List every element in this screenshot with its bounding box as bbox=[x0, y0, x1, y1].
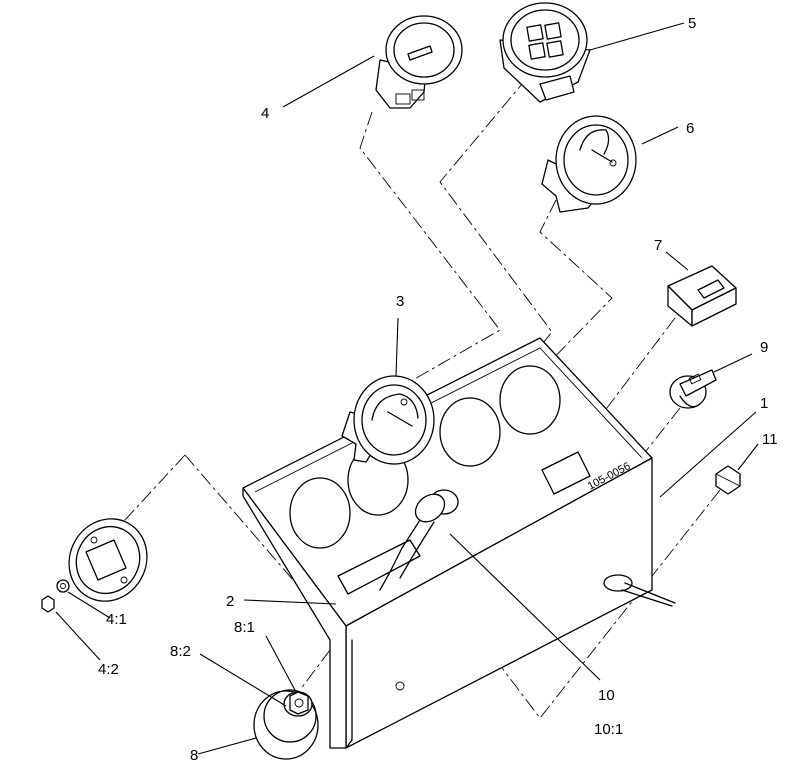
callout-8: 8 bbox=[190, 747, 198, 764]
nut-4-2 bbox=[41, 595, 55, 613]
callout-5: 5 bbox=[688, 15, 696, 32]
callout-4-2: 4:2 bbox=[98, 661, 119, 678]
callout-4: 4 bbox=[261, 105, 269, 122]
washer-4-1 bbox=[56, 579, 70, 593]
gauge-4-rear-view bbox=[68, 518, 148, 602]
callout-10: 10 bbox=[598, 687, 615, 704]
rocker-switch-7 bbox=[667, 265, 737, 327]
callout-3: 3 bbox=[396, 293, 404, 310]
callout-7: 7 bbox=[654, 237, 662, 254]
callout-9: 9 bbox=[760, 339, 768, 356]
callout-10-1: 10:1 bbox=[594, 721, 623, 738]
callout-8-2: 8:2 bbox=[170, 643, 191, 660]
callout-labels: 1 2 3 4 4:1 4:2 5 6 7 8 8:1 8:2 9 10 10:… bbox=[98, 15, 778, 764]
callout-11: 11 bbox=[762, 431, 778, 448]
indicator-lamp-10 bbox=[379, 493, 446, 591]
gauge-6 bbox=[541, 115, 637, 213]
gauge-3 bbox=[341, 375, 435, 465]
leader-lines bbox=[55, 22, 759, 755]
gauge-4 bbox=[375, 15, 463, 109]
control-panel-box bbox=[242, 337, 676, 749]
callout-2: 2 bbox=[226, 593, 234, 610]
callout-1: 1 bbox=[760, 395, 768, 412]
callout-8-1: 8:1 bbox=[234, 619, 255, 636]
bolt-11 bbox=[715, 465, 741, 495]
key-switch-9 bbox=[669, 369, 717, 409]
knob-8 bbox=[253, 689, 319, 760]
gauge-5 bbox=[499, 2, 591, 103]
callout-4-1: 4:1 bbox=[106, 611, 127, 628]
callout-6: 6 bbox=[686, 120, 694, 137]
